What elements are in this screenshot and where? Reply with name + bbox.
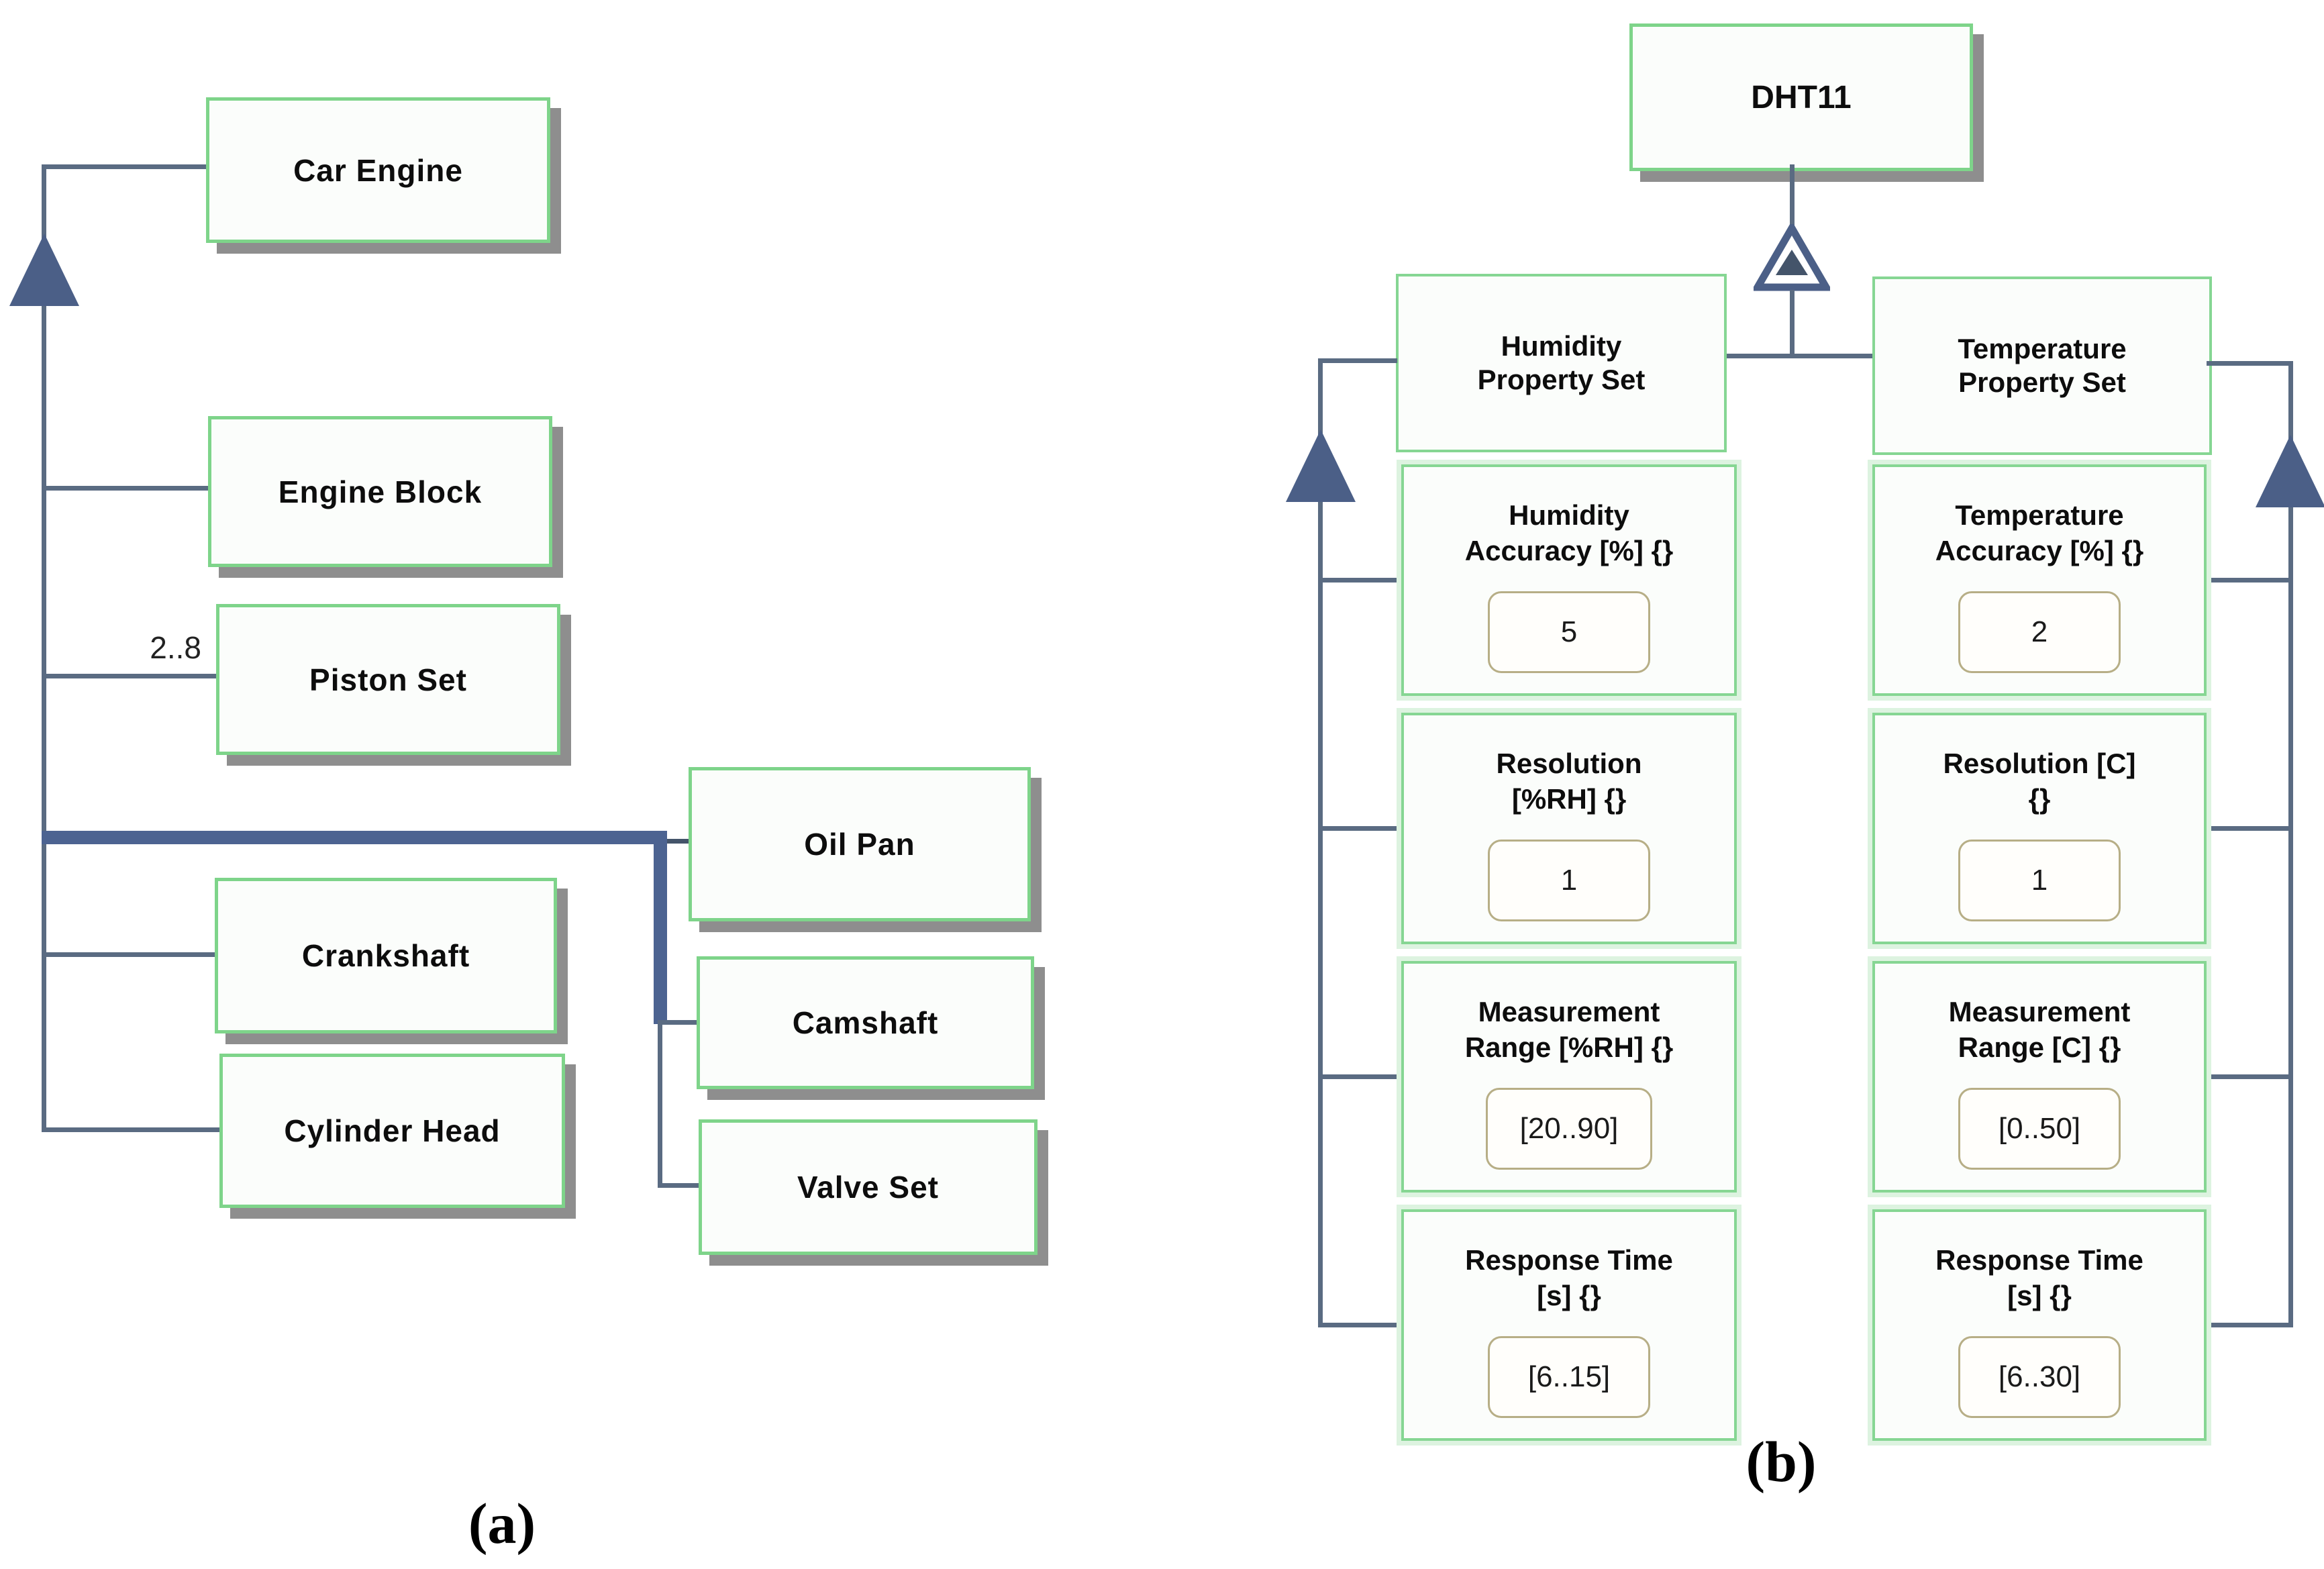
a-thick-bar-horizontal [42,831,667,844]
box-temperature-range: Measurement Range [C] {} [0..50] [1872,961,2207,1193]
b-left-spine-top-elbow [1318,358,1397,363]
b-left-spine-line [1318,358,1323,1327]
box-label: Temperature Property Set [1958,332,2127,398]
box-camshaft: Camshaft [697,956,1034,1089]
b-root-link-upper [1790,164,1795,229]
b-right-spine-line [2288,361,2293,1327]
box-car-engine: Car Engine [206,97,550,243]
box-label: Car Engine [293,152,463,188]
b-left-aggregation-arrow-icon [1286,429,1356,502]
box-dht11: DHT11 [1629,23,1973,171]
b-left-spine-bottom-elbow [1318,1323,1403,1327]
box-valve-set: Valve Set [699,1119,1038,1255]
property-value: 1 [1488,840,1650,921]
box-humidity-property-set: Humidity Property Set [1396,274,1727,452]
b-right-aggregation-arrow-icon [2256,435,2324,507]
property-value: [6..15] [1488,1336,1650,1418]
property-value: 2 [1958,591,2121,673]
a-thick-bar-vertical [654,831,667,1024]
b-root-link-lower [1790,290,1795,357]
b-connector-humidity-resolution [1318,826,1403,831]
a-connector-engine-block [42,486,209,491]
generalization-arrow-icon [1754,224,1830,291]
a-left-spine-line [42,164,46,1132]
property-title: Response Time [s] {} [1465,1244,1673,1311]
box-label: Cylinder Head [284,1113,501,1148]
property-title: Resolution [%RH] {} [1496,748,1642,815]
box-crankshaft: Crankshaft [215,878,557,1033]
property-title: Measurement Range [%RH] {} [1464,996,1674,1063]
box-label: Oil Pan [804,827,915,862]
property-title: Response Time [s] {} [1935,1244,2143,1311]
box-humidity-response-time: Response Time [s] {} [6..15] [1401,1209,1737,1441]
b-connector-temperature-range [2207,1074,2293,1079]
property-title: Resolution [C] {} [1943,748,2136,815]
box-humidity-accuracy: Humidity Accuracy [%] {} 5 [1401,464,1737,696]
property-value: 5 [1488,591,1650,673]
box-label: Camshaft [792,1005,939,1040]
property-value: [0..50] [1958,1088,2121,1170]
box-engine-block: Engine Block [208,416,552,567]
a-connector-camshaft [658,1020,698,1025]
a-connector-cylinder-head [42,1127,221,1132]
a-connector-valve-set [658,1183,700,1188]
a-connector-piston-set [42,674,216,678]
multiplicity-label: 2..8 [150,630,201,665]
box-temperature-accuracy: Temperature Accuracy [%] {} 2 [1872,464,2207,696]
b-right-spine-bottom-elbow [2209,1323,2293,1327]
box-cylinder-head: Cylinder Head [219,1054,565,1208]
property-value: 1 [1958,840,2121,921]
box-piston-set: Piston Set [216,604,560,755]
box-label: DHT11 [1751,79,1852,115]
b-connector-humidity-range [1318,1074,1403,1079]
b-connector-humidity-accuracy [1318,578,1403,583]
caption-a: (a) [468,1491,536,1556]
box-temperature-property-set: Temperature Property Set [1872,276,2212,455]
box-label: Crankshaft [301,938,470,973]
caption-b: (b) [1746,1429,1817,1494]
property-title: Measurement Range [C] {} [1948,996,2131,1063]
box-humidity-resolution: Resolution [%RH] {} 1 [1401,713,1737,944]
a-aggregation-arrow-icon [9,234,79,306]
b-sets-joiner-line [1721,354,1873,358]
property-title: Humidity Accuracy [%] {} [1464,499,1674,566]
property-value: [20..90] [1485,1088,1653,1170]
box-temperature-response-time: Response Time [s] {} [6..30] [1872,1209,2207,1441]
property-title: Temperature Accuracy [%] {} [1935,499,2144,566]
box-temperature-resolution: Resolution [C] {} 1 [1872,713,2207,944]
a-top-elbow-line [42,164,208,169]
box-label: Valve Set [797,1170,940,1205]
box-label: Humidity Property Set [1477,330,1646,395]
box-humidity-range: Measurement Range [%RH] {} [20..90] [1401,961,1737,1193]
b-connector-temperature-accuracy [2207,578,2293,583]
box-label: Piston Set [309,662,467,697]
box-label: Engine Block [278,474,483,509]
a-stub-oil-pan [667,839,690,844]
a-connector-crankshaft [42,952,216,957]
box-oil-pan: Oil Pan [689,767,1031,921]
property-value: [6..30] [1958,1336,2121,1418]
b-connector-temperature-resolution [2207,826,2293,831]
a-right-branch-spine [658,1020,662,1188]
b-right-spine-top-elbow [2207,361,2293,366]
